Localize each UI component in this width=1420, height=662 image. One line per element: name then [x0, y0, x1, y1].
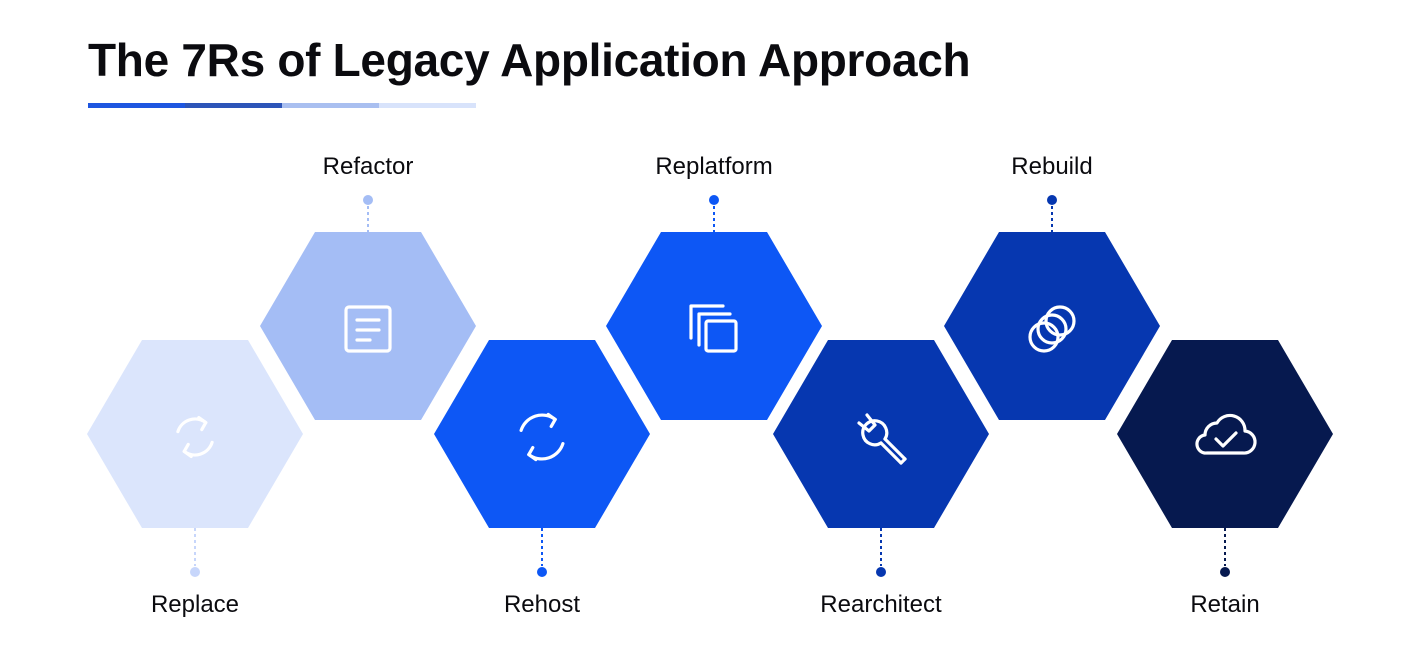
connector-dot [709, 195, 719, 205]
hexagon [434, 340, 650, 528]
approach-replace: Replace [87, 340, 303, 618]
approach-refactor: Refactor [260, 153, 476, 420]
approach-label: Rebuild [1011, 153, 1092, 180]
approach-label: Refactor [323, 153, 414, 180]
hexagon [606, 232, 822, 420]
hexagon [1117, 340, 1333, 528]
hexagon [773, 340, 989, 528]
page-title: The 7Rs of Legacy Application Approach [88, 34, 971, 86]
title-underline [88, 103, 476, 108]
connector-dot [190, 567, 200, 577]
approach-label: Replatform [655, 153, 772, 180]
hexagon [260, 232, 476, 420]
sync-icon [176, 416, 214, 458]
approach-label: Retain [1190, 591, 1259, 618]
approach-rehost: Rehost [434, 340, 650, 618]
hexagon [87, 340, 303, 528]
connector-dot [1047, 195, 1057, 205]
approach-rearchitect: Rearchitect [773, 340, 989, 618]
cloud-check-icon [1195, 413, 1257, 455]
approach-label: Rearchitect [820, 591, 942, 618]
underline-segment [185, 103, 282, 108]
underline-segment [379, 103, 476, 108]
copy-icon [689, 304, 738, 353]
rings-icon [1028, 305, 1076, 353]
refresh-icon [519, 412, 565, 462]
connector-dot [1220, 567, 1230, 577]
connector-dot [363, 195, 373, 205]
connector-dot [537, 567, 547, 577]
wrench-icon [857, 413, 907, 465]
approach-replatform: Replatform [606, 153, 822, 420]
connector-dot [876, 567, 886, 577]
approach-rebuild: Rebuild [944, 153, 1160, 420]
approach-retain: Retain [1117, 340, 1333, 618]
document-icon [344, 305, 392, 353]
underline-segment [282, 103, 379, 108]
approach-label: Replace [151, 591, 239, 618]
approach-label: Rehost [504, 591, 580, 618]
underline-segment [88, 103, 185, 108]
